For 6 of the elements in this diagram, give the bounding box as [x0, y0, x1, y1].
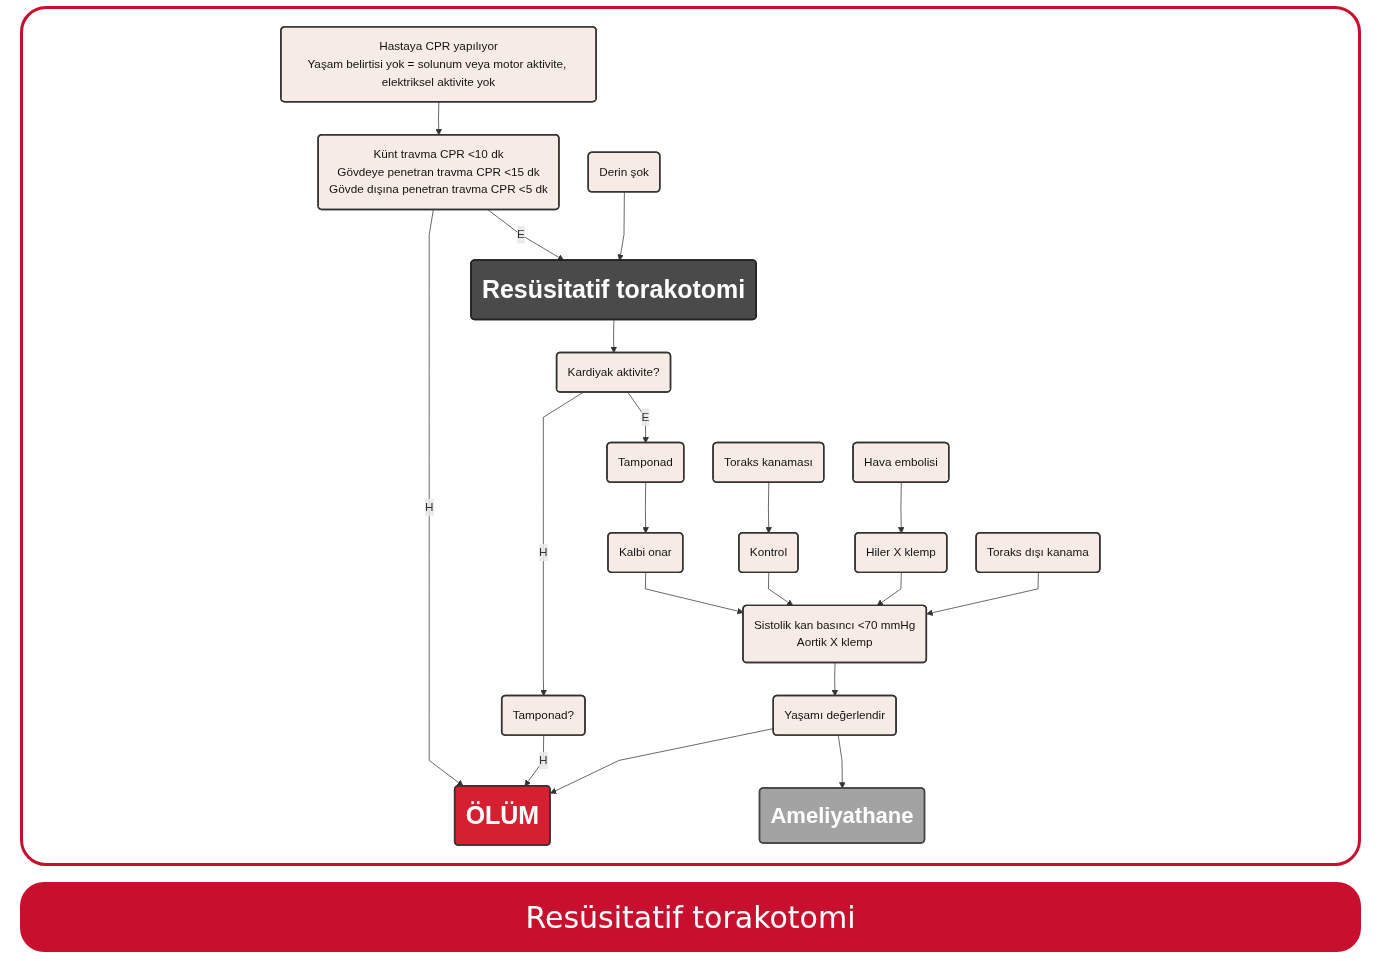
caption-bar: Resüsitatif torakotomi [20, 882, 1361, 952]
edge-label: H [539, 753, 548, 767]
edge-label: H [425, 500, 434, 514]
edge-label: H [539, 545, 548, 559]
edge-label: E [517, 228, 525, 241]
edge-label: E [641, 410, 650, 424]
